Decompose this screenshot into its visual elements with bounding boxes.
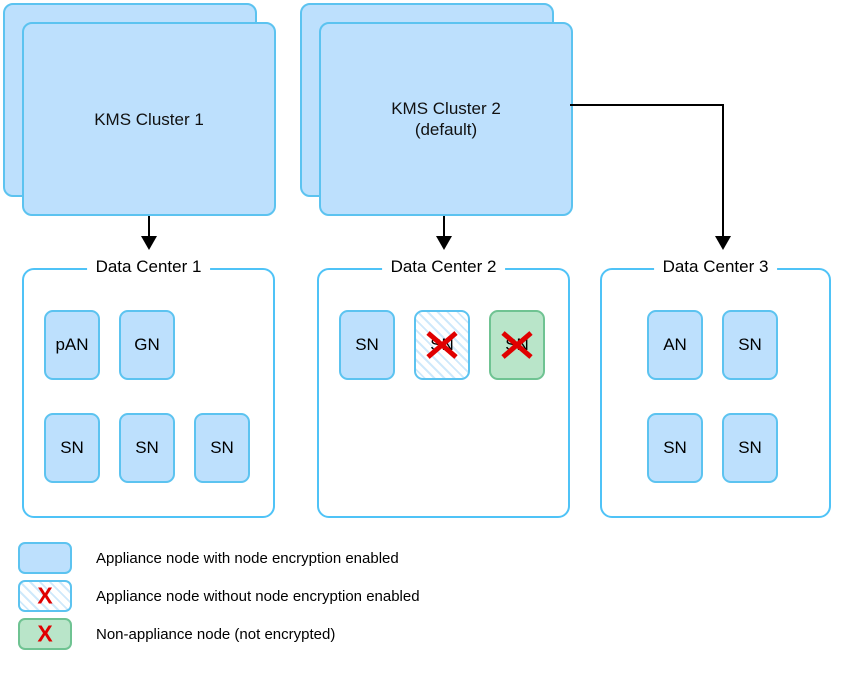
connector-kms2-to-dc3-arrowhead xyxy=(715,236,731,250)
node-label: pAN xyxy=(55,335,89,354)
red-x-icon: X xyxy=(37,620,53,647)
data-center-1-box[interactable]: Data Center 1 pAN GN SN SN SN xyxy=(22,257,275,518)
node-dc3-an[interactable]: AN xyxy=(647,310,703,380)
connector-kms2-to-dc2-arrowhead xyxy=(436,236,452,250)
legend-swatch-appliance-encrypted xyxy=(18,542,72,574)
node-label: SN xyxy=(135,438,159,457)
node-dc3-sn-2[interactable]: SN xyxy=(647,413,703,483)
node-label: SN xyxy=(663,438,687,457)
node-label: SN xyxy=(210,438,234,457)
node-dc1-gn[interactable]: GN xyxy=(119,310,175,380)
data-center-2-box[interactable]: Data Center 2 SN SN SN xyxy=(317,257,570,518)
node-label: SN xyxy=(355,335,379,354)
kms-cluster-2-label: KMS Cluster 2 (default) xyxy=(391,99,501,139)
red-x-icon: X xyxy=(37,582,53,609)
node-label: AN xyxy=(663,335,687,354)
connector-kms1-to-dc1-arrowhead xyxy=(141,236,157,250)
legend-swatch-appliance-not-encrypted: X xyxy=(18,580,72,612)
node-dc2-sn-1[interactable]: SN xyxy=(339,310,395,380)
node-label: SN xyxy=(430,335,454,354)
node-dc3-sn-1[interactable]: SN xyxy=(722,310,778,380)
legend-swatch-non-appliance: X xyxy=(18,618,72,650)
node-label: SN xyxy=(738,335,762,354)
node-dc2-sn-2-unencrypted[interactable]: SN xyxy=(414,310,470,380)
node-dc1-sn-1[interactable]: SN xyxy=(44,413,100,483)
kms-cluster-2-card-front[interactable]: KMS Cluster 2 (default) xyxy=(319,22,573,216)
legend-label: Appliance node with node encryption enab… xyxy=(96,549,399,567)
node-label: SN xyxy=(738,438,762,457)
kms-cluster-1-label: KMS Cluster 1 xyxy=(94,109,204,129)
data-center-2-title: Data Center 2 xyxy=(381,257,506,277)
legend-item-appliance-not-encrypted: X Appliance node without node encryption… xyxy=(18,580,420,612)
node-label: SN xyxy=(505,335,529,354)
connector-kms2-to-dc2-line xyxy=(443,216,445,238)
connector-kms2-to-dc3-vertical xyxy=(722,104,724,238)
legend-item-non-appliance: X Non-appliance node (not encrypted) xyxy=(18,618,335,650)
node-dc3-sn-3[interactable]: SN xyxy=(722,413,778,483)
kms-cluster-2-stack[interactable]: KMS Cluster 2 (default) xyxy=(300,3,573,216)
node-dc1-pan[interactable]: pAN xyxy=(44,310,100,380)
legend-label: Non-appliance node (not encrypted) xyxy=(96,625,336,643)
data-center-3-title: Data Center 3 xyxy=(653,257,778,277)
kms-cluster-1-stack[interactable]: KMS Cluster 1 xyxy=(3,3,276,216)
connector-kms2-to-dc3-horizontal xyxy=(570,104,724,106)
data-center-1-title: Data Center 1 xyxy=(86,257,211,277)
legend-label: Appliance node without node encryption e… xyxy=(96,587,420,605)
node-dc1-sn-3[interactable]: SN xyxy=(194,413,250,483)
node-label: SN xyxy=(60,438,84,457)
kms-cluster-1-card-front[interactable]: KMS Cluster 1 xyxy=(22,22,276,216)
legend-item-appliance-encrypted: Appliance node with node encryption enab… xyxy=(18,542,399,574)
connector-kms1-to-dc1-line xyxy=(148,216,150,238)
data-center-3-box[interactable]: Data Center 3 AN SN SN SN xyxy=(600,257,831,518)
node-label: GN xyxy=(134,335,160,354)
node-dc2-sn-3-non-appliance[interactable]: SN xyxy=(489,310,545,380)
node-dc1-sn-2[interactable]: SN xyxy=(119,413,175,483)
